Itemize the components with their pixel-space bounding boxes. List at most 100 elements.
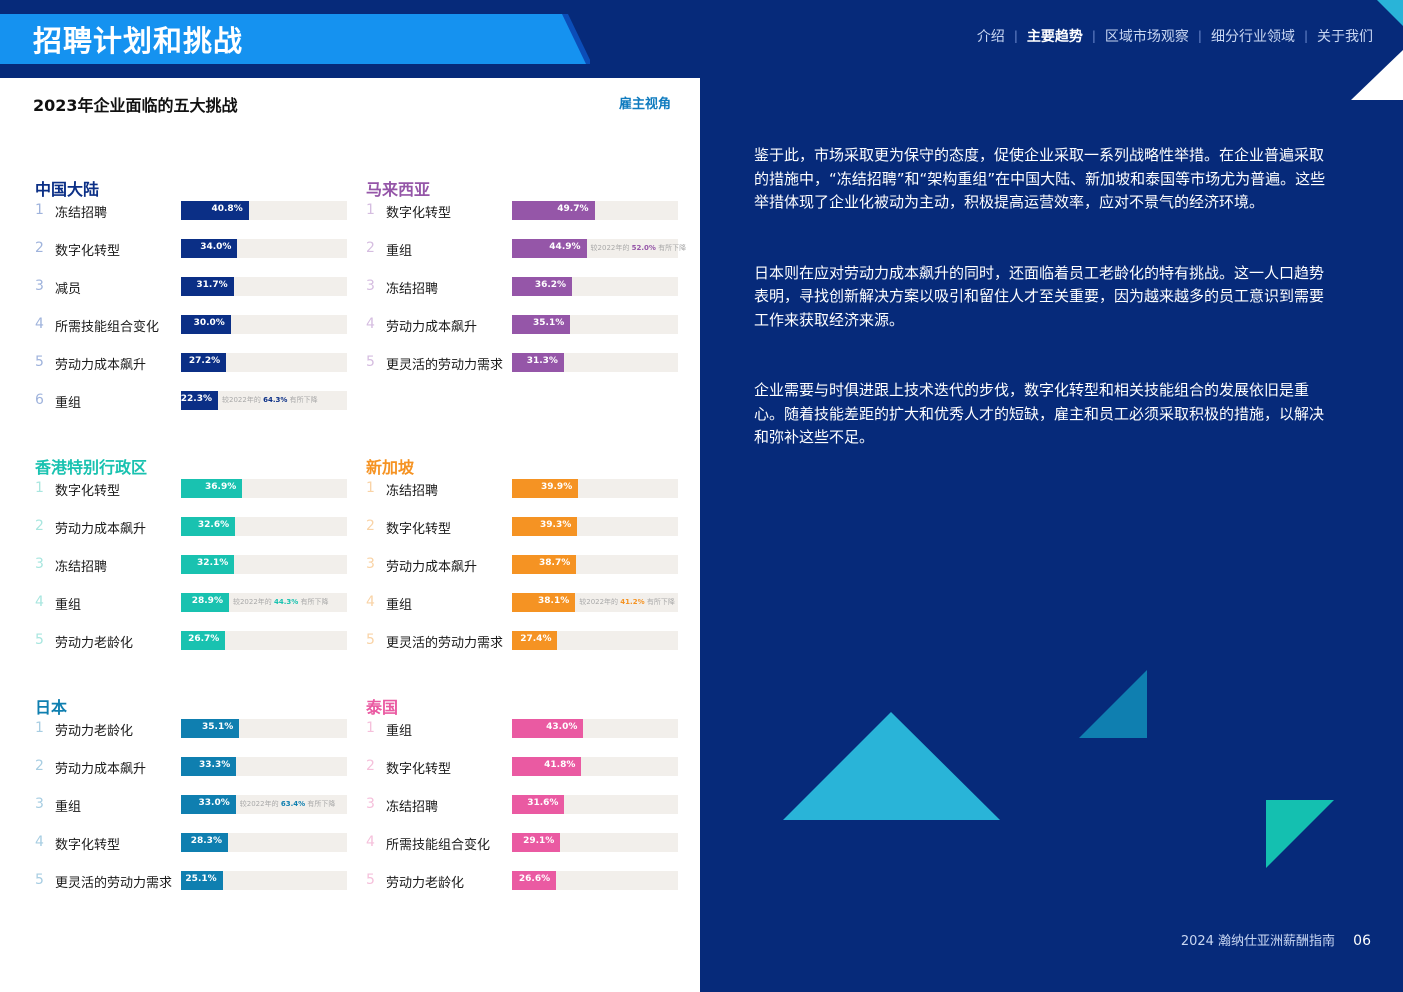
note-prefix: 较2022年的 [579,598,619,606]
paragraph: 鉴于此，市场采取更为保守的态度，促使企业采取一系列战略性举措。在企业普遍采取的措… [754,146,1326,211]
bar-track: 40.8% [181,201,347,220]
bar-track: 27.4% [512,631,678,650]
note-suffix: 有所下降 [646,598,675,606]
challenge-label: 数字化转型 [386,762,452,777]
bar-track: 27.2% [181,353,347,372]
page-title: 招聘计划和挑战 [33,24,244,58]
rank-number: 3 [366,556,375,572]
bar-fill: 40.8% [181,201,249,220]
comparison-note: 较2022年的 64.3% 有所下降 [222,395,318,405]
bar-fill: 35.1% [512,315,571,334]
rank-number: 2 [366,240,375,256]
bar-fill: 31.7% [181,277,234,296]
region-name: 香港特别行政区 [35,458,148,477]
rank-number: 5 [35,354,44,370]
challenge-label: 重组 [386,244,413,259]
rank-number: 5 [366,632,375,648]
nav-item[interactable]: 主要趋势 [1026,29,1083,45]
bar-track: 25.1% [181,871,347,890]
panel-title: 2023年企业面临的五大挑战 [33,96,238,115]
nav-separator: | [1013,29,1018,43]
deco-triangle-small [1079,670,1147,738]
challenge-label: 数字化转型 [386,206,452,221]
rank-number: 4 [366,834,375,850]
bar-fill: 39.3% [512,517,578,536]
bar-fill: 26.6% [512,871,557,890]
bar-fill: 27.4% [512,631,558,650]
challenge-label: 重组 [386,724,413,739]
bar-fill: 35.1% [181,719,240,738]
bar-value-label: 35.1% [202,722,234,732]
rank-number: 3 [35,796,44,812]
bar-track: 49.7% [512,201,678,220]
rank-number: 2 [366,518,375,534]
nav-item[interactable]: 细分行业领域 [1210,29,1295,45]
nav-item[interactable]: 介绍 [976,29,1005,45]
challenge-label: 重组 [55,396,82,411]
bar-fill: 31.3% [512,353,564,372]
bar-value-label: 31.3% [526,356,558,366]
bar-track: 43.0% [512,719,678,738]
rank-number: 1 [35,480,44,496]
region-name: 新加坡 [366,458,415,477]
rank-number: 1 [35,720,44,736]
bar-value-label: 22.3% [180,394,213,404]
bar-value-label: 40.8% [211,204,243,214]
corner-triangle-white [1351,50,1403,100]
note-suffix: 有所下降 [658,244,687,252]
challenge-label: 减员 [55,282,82,297]
nav-item[interactable]: 关于我们 [1317,29,1373,45]
bar-track: 22.3% 较2022年的 64.3% 有所下降 [181,391,347,410]
challenge-label: 劳动力成本飙升 [55,358,147,373]
rank-number: 4 [366,316,375,332]
bar-track: 31.7% [181,277,347,296]
title-banner [0,14,586,64]
note-prefix: 较2022年的 [222,396,261,404]
bar-fill: 33.0% [181,795,236,814]
note-suffix: 有所下降 [307,800,336,808]
bar-fill: 36.2% [512,277,573,296]
note-value: 44.3% [274,598,299,606]
note-prefix: 较2022年的 [590,244,630,252]
bar-fill: 32.6% [181,517,236,536]
rank-number: 5 [35,872,44,888]
bar-track: 26.7% [181,631,347,650]
note-prefix: 较2022年的 [239,800,279,808]
rank-number: 4 [35,834,44,850]
nav-item[interactable]: 区域市场观察 [1104,29,1189,45]
bar-value-label: 43.0% [546,722,578,732]
rank-number: 3 [35,556,44,572]
bar-value-label: 28.3% [190,836,222,846]
bar-fill: 41.8% [512,757,582,776]
nav-separator: | [1303,29,1308,43]
bar-track: 36.9% [181,479,347,498]
challenge-label: 劳动力成本飙升 [55,522,147,537]
note-prefix: 较2022年的 [232,598,272,606]
bar-fill: 49.7% [512,201,595,220]
rank-number: 1 [366,720,375,736]
bar-fill: 28.3% [181,833,228,852]
bar-track: 33.0%较2022年的 63.4% 有所下降 [181,795,347,814]
bar-value-label: 38.7% [539,558,571,568]
bar-value-label: 39.3% [540,520,572,530]
challenge-row: 1 重组 43.0% [366,719,681,758]
bar-track: 39.9% [512,479,678,498]
bar-value-label: 33.3% [199,760,231,770]
rank-number: 1 [366,202,375,218]
note-value: 64.3% [263,396,288,404]
bar-track: 29.1% [512,833,678,852]
